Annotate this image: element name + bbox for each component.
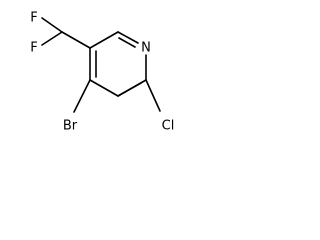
- bond-c2-c3-inner: [117, 82, 142, 97]
- chemical-structure-diagram: F F N Br Cl: [30, 11, 175, 134]
- bond-c6-n1: [117, 31, 139, 44]
- bond-chf2-f-lower: [41, 31, 63, 46]
- atom-label-bromine: Br: [63, 119, 78, 134]
- bond-chf2-f-upper: [41, 17, 63, 33]
- bond-c3-c4: [89, 79, 119, 97]
- bond-c6-n1-inner: [118, 37, 136, 48]
- bond-c2-cl: [145, 79, 161, 112]
- atom-label-chlorine: Cl: [162, 119, 175, 134]
- bond-c5-chf2: [61, 31, 91, 49]
- bond-c4-br: [73, 79, 91, 113]
- atom-label-nitrogen: N: [141, 41, 151, 56]
- atom-label-fluorine-lower: F: [30, 41, 37, 56]
- atom-label-fluorine-upper: F: [30, 11, 37, 26]
- bond-c5-c6: [89, 31, 119, 49]
